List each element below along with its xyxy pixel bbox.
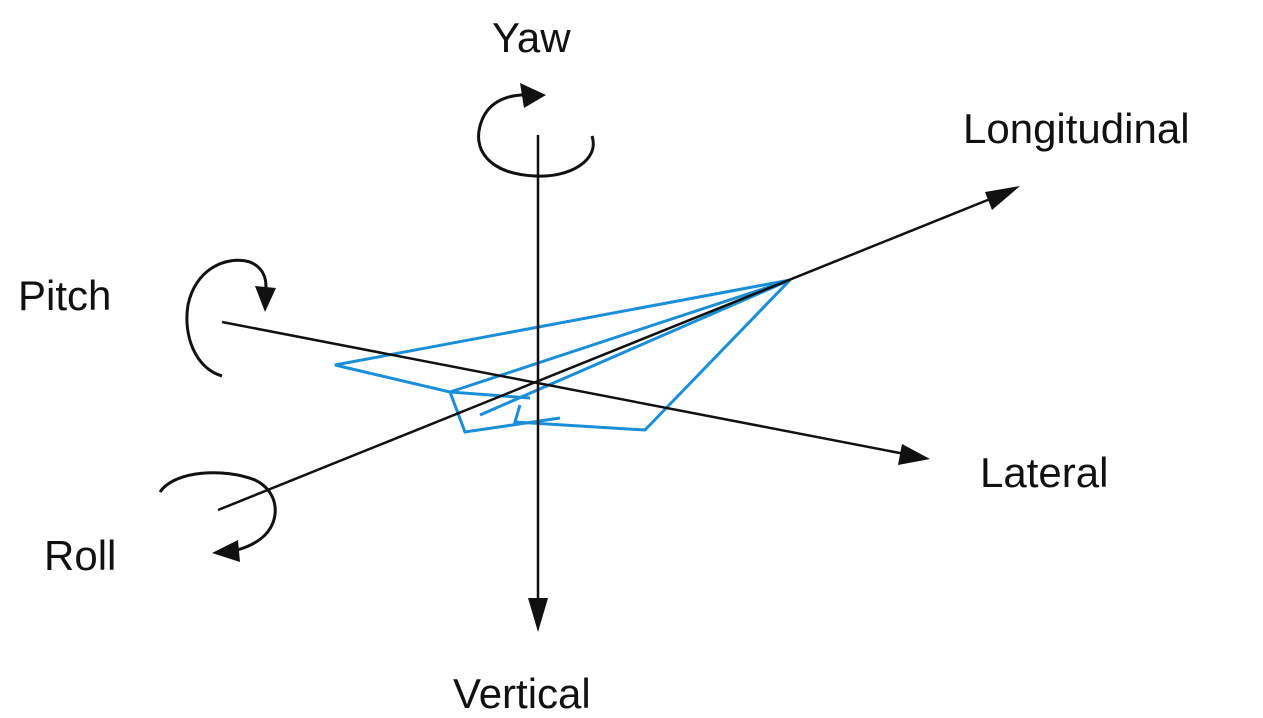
vertical-arrowhead bbox=[528, 598, 548, 632]
lateral-axis bbox=[221, 320, 930, 465]
airplane-left-wing bbox=[334, 278, 791, 400]
vertical-axis bbox=[528, 135, 548, 632]
roll-label: Roll bbox=[44, 532, 116, 579]
lateral-arrowhead bbox=[898, 444, 930, 465]
longitudinal-axis bbox=[217, 186, 1020, 512]
roll-rotation-arrow bbox=[158, 471, 277, 562]
yaw-rotation-arrow bbox=[477, 83, 595, 178]
lateral-label: Lateral bbox=[980, 449, 1108, 496]
longitudinal-arrowhead bbox=[985, 186, 1020, 210]
airplane-center-fold bbox=[479, 278, 791, 417]
airplane-keel bbox=[448, 278, 791, 434]
airplane-right-wing bbox=[513, 278, 792, 432]
pitch-rotation-arrow bbox=[185, 258, 276, 378]
longitudinal-label: Longitudinal bbox=[963, 105, 1190, 152]
vertical-label: Vertical bbox=[453, 670, 591, 717]
yaw-label: Yaw bbox=[492, 14, 571, 61]
paper-airplane bbox=[334, 278, 792, 434]
pitch-label: Pitch bbox=[18, 272, 111, 319]
